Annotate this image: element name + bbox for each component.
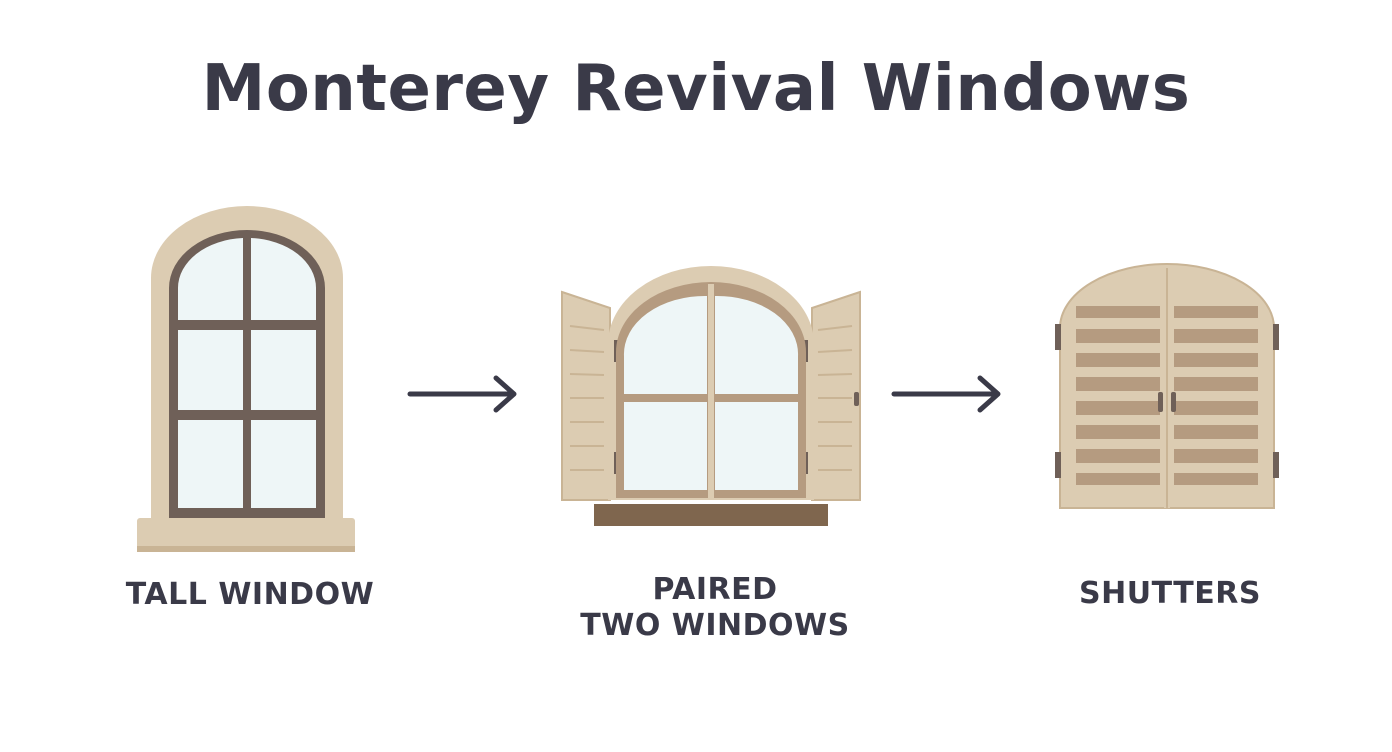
- connector-arrow-1: [406, 374, 522, 418]
- paired-windows-with-shutters-icon: [561, 266, 861, 526]
- page-title: Monterey Revival Windows: [201, 52, 1191, 126]
- step-label-line: TALL WINDOW: [125, 577, 375, 612]
- step-label-line: PAIRED: [652, 572, 778, 607]
- paired-windows-figure: [558, 264, 864, 530]
- step-label-tall-window: TALL WINDOW: [100, 577, 400, 613]
- tall-window-figure: [135, 200, 360, 555]
- step-label-paired-windows: PAIRED TWO WINDOWS: [560, 572, 870, 644]
- shutters-figure: [1052, 262, 1282, 512]
- closed-shutters-icon: [1055, 263, 1279, 509]
- step-label-line: SHUTTERS: [1079, 576, 1261, 611]
- arrow-right-icon: [891, 375, 1001, 413]
- step-label-line: TWO WINDOWS: [580, 608, 850, 643]
- step-label-shutters: SHUTTERS: [1030, 576, 1310, 612]
- connector-arrow-2: [890, 374, 1006, 418]
- arched-tall-window-icon: [137, 206, 355, 552]
- arrow-right-icon: [407, 375, 517, 413]
